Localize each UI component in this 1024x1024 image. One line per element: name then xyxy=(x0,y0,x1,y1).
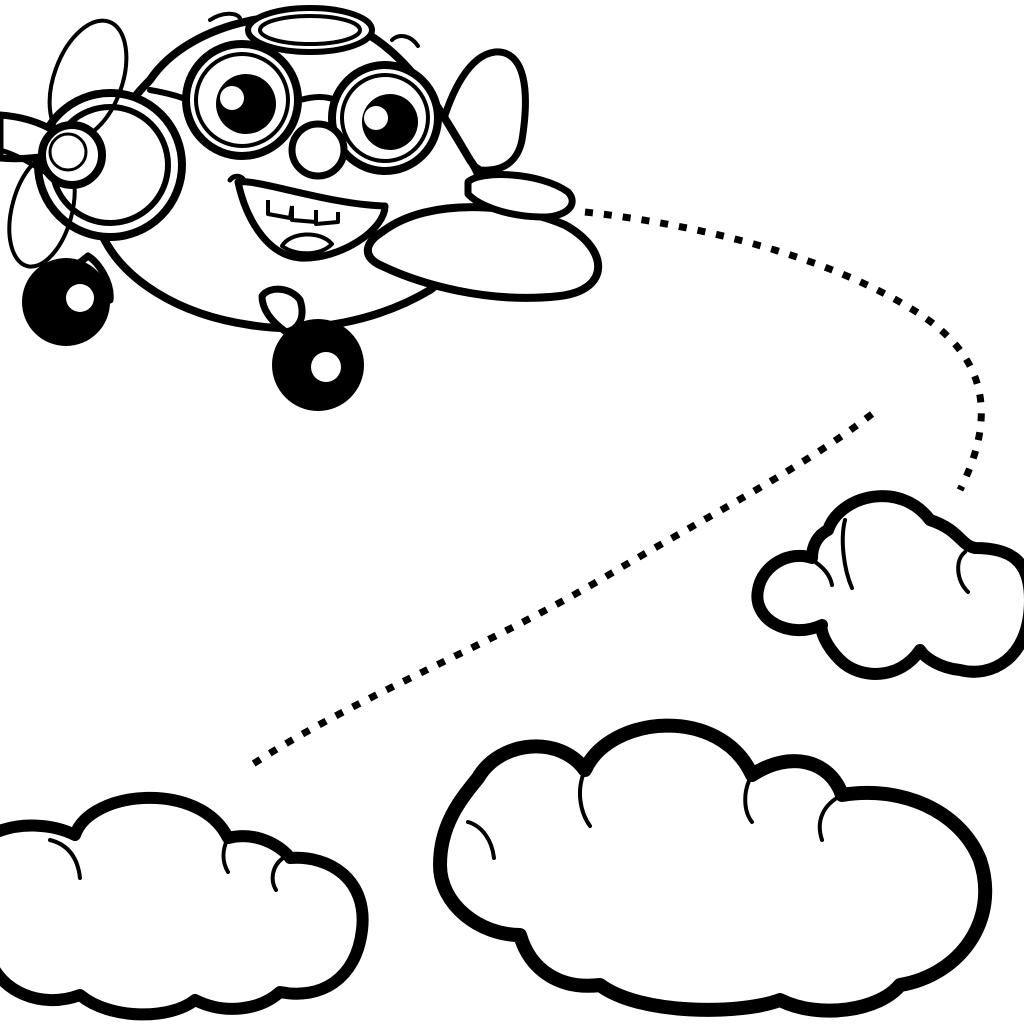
cloud-detail xyxy=(270,856,285,892)
cloud-bottom-center xyxy=(433,718,993,1018)
teeth xyxy=(266,200,340,226)
cloud-detail xyxy=(743,773,754,824)
right-wheel xyxy=(258,285,364,411)
cloud-detail xyxy=(840,518,854,590)
cloud-right xyxy=(751,490,1024,680)
cloud-detail xyxy=(577,768,592,828)
nose xyxy=(288,120,348,180)
right-wheel-hub xyxy=(311,352,341,382)
flight-path xyxy=(248,208,985,769)
tongue xyxy=(280,232,334,256)
cloud-detail xyxy=(810,558,834,587)
cloud-right-outline xyxy=(751,490,1024,680)
goggle-bridge xyxy=(297,94,339,103)
cloud-bottom-left xyxy=(0,791,369,1021)
cloud-detail xyxy=(221,836,230,874)
highlight-mark xyxy=(390,34,420,48)
cloud-detail xyxy=(817,793,844,842)
cloud-detail xyxy=(956,550,970,594)
flight-path-upper xyxy=(584,208,985,492)
cloud-bottom-left-outline xyxy=(0,791,369,1021)
highlight-mark xyxy=(208,11,242,22)
left-wheel-hub xyxy=(66,284,94,312)
propeller-hub-inner xyxy=(48,132,88,172)
left-wheel xyxy=(22,252,114,346)
cockpit-window-inner xyxy=(258,14,362,46)
left-eye-shine xyxy=(220,86,244,110)
cloud-bottom-center-outline xyxy=(433,718,993,1018)
right-eye-shine xyxy=(364,106,388,130)
mouth-corner xyxy=(227,173,247,183)
upper-wing xyxy=(464,171,576,221)
airplane xyxy=(0,5,603,411)
left-wheel-tire xyxy=(22,258,110,346)
cloud-detail xyxy=(466,820,496,860)
flight-path-lower xyxy=(248,411,875,769)
cloud-detail xyxy=(48,838,82,880)
right-wheel-strut xyxy=(258,285,306,336)
